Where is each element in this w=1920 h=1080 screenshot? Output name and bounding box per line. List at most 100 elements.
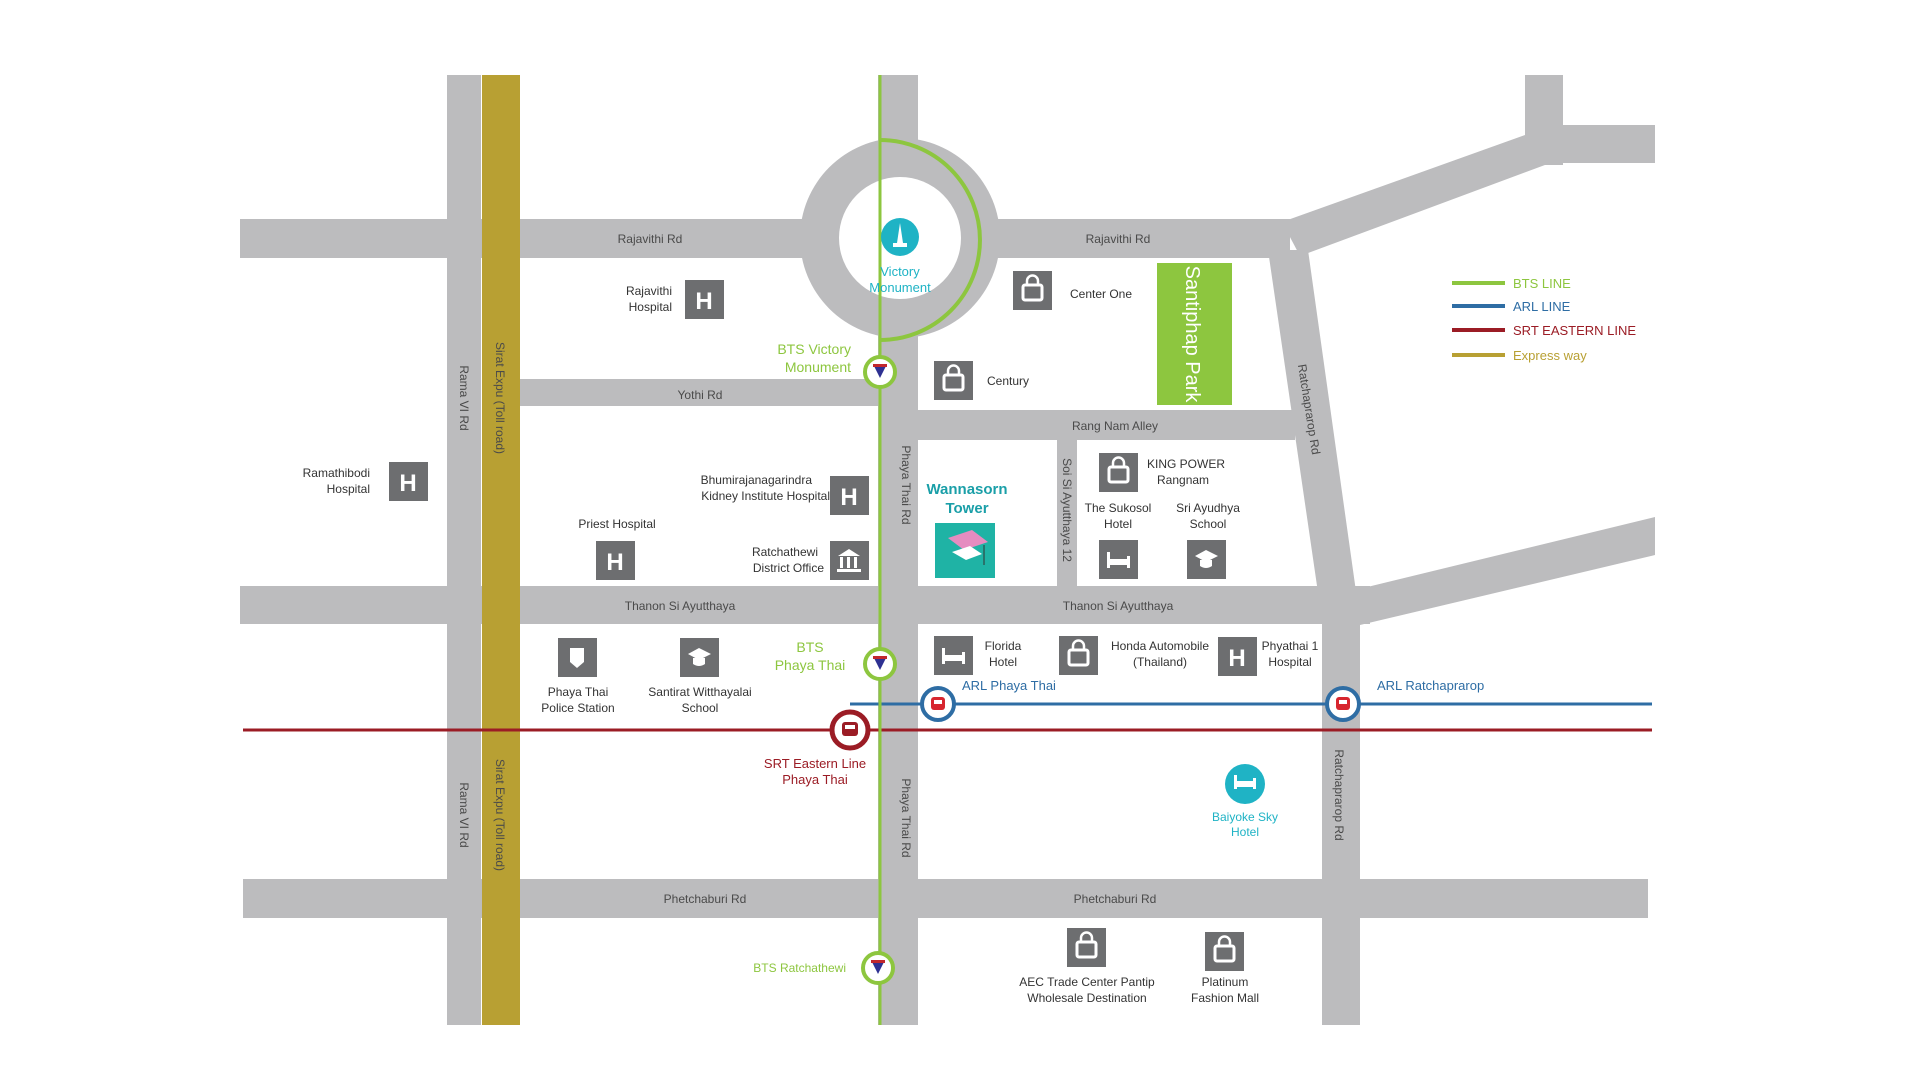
station-bts-ratchathewi[interactable] [861,951,895,985]
road-labels: Rajavithi Rd Rajavithi Rd Yothi Rd Rang … [457,232,1346,906]
road-expressway-sirat [482,75,520,1025]
road-label: Thanon Si Ayutthaya [1063,599,1174,613]
poi-label: Fashion Mall [1191,991,1259,1005]
poi-label: Hospital [327,482,370,496]
road-yothi [515,379,880,406]
hospital-icon [389,462,428,501]
poi-label: Rangnam [1157,473,1209,487]
poi-phyathai-1-hospital[interactable]: H [1218,637,1257,676]
tower-label: Tower [945,500,988,517]
poi-label: Baiyoke Sky [1212,810,1278,824]
tower-label: Wannasorn [926,481,1007,498]
station-arl-phaya-thai[interactable] [920,686,956,722]
road-rama-vi [447,75,481,1025]
monument-label: Monument [869,280,931,295]
road-east-diagonal [1355,517,1655,625]
road-label: Phaya Thai Rd [899,445,913,524]
poi-label: Santirat Witthayalai [648,685,751,699]
road-label: Phetchaburi Rd [1074,892,1157,906]
poi-label: KING POWER [1147,457,1225,471]
svg-text:H: H [1228,645,1245,672]
poi-century[interactable] [934,361,973,400]
road-si-ayutthaya [240,586,1370,624]
legend-label-srt: SRT EASTERN LINE [1513,323,1636,338]
shopping-bag-icon [1013,271,1052,310]
arl-stations: ARL Phaya Thai ARL Ratchaprarop [920,678,1484,722]
poi-honda-automobile[interactable] [1059,636,1098,675]
shopping-bag-icon [1059,636,1098,675]
poi-label: Wholesale Destination [1027,991,1146,1005]
hospital-icon [596,541,635,580]
poi-florida-hotel[interactable] [934,636,973,675]
transit-lines [243,75,1652,1025]
poi-label: Rajavithi [626,284,672,298]
poi-label: Sri Ayudhya [1176,501,1240,515]
poi-label: Honda Automobile [1111,639,1209,653]
road-label: Thanon Si Ayutthaya [625,599,736,613]
station-label: ARL Phaya Thai [962,678,1056,693]
poi-kidney-institute-hospital[interactable]: H [830,476,869,515]
road-rajavithi [240,219,1290,258]
legend-label-arl: ARL LINE [1513,299,1571,314]
station-label: Phaya Thai [775,657,846,673]
station-arl-ratchaprarop[interactable] [1325,686,1361,722]
poi-label: Phaya Thai [548,685,609,699]
poi-label: Center One [1070,287,1132,301]
park-label: Santiphap Park [1181,266,1203,404]
bts-loop [879,138,982,342]
poi-sri-ayudhya-school[interactable] [1187,540,1226,579]
shopping-bag-icon [1099,453,1138,492]
road-label: Phaya Thai Rd [899,778,913,857]
poi-label: Platinum [1202,975,1249,989]
poi-phaya-thai-police-station[interactable] [558,638,597,677]
road-label: Ratchaprarop Rd [1332,749,1346,840]
victory-monument: Victory Monument [869,218,931,295]
poi-aec-trade-center-pantip[interactable] [1067,928,1106,967]
poi-king-power-rangnam[interactable] [1099,453,1138,492]
poi-the-sukosol-hotel[interactable] [1099,540,1138,579]
hospital-icon [685,280,724,319]
poi-label: Bhumirajanagarindra [701,473,813,487]
road-label: Rajavithi Rd [618,232,683,246]
map-legend: BTS LINE ARL LINE SRT EASTERN LINE Expre… [1452,276,1636,363]
poi-label: Ramathibodi [303,466,370,480]
svg-text:H: H [840,484,857,511]
poi-ramathibodi-hospital[interactable]: H [389,462,428,501]
road-label: Sirat Expu (Toll road) [493,759,507,871]
station-label: Phaya Thai [782,772,848,787]
poi-label: (Thailand) [1133,655,1187,669]
baiyoke-sky-hotel[interactable]: Baiyoke Sky Hotel [1212,764,1278,839]
poi-label: Phyathai 1 [1262,639,1319,653]
road-label: Rang Nam Alley [1072,419,1158,433]
road-ratchaprarop-north [1268,250,1360,620]
wannasorn-tower[interactable]: Wannasorn Tower [926,481,1008,578]
srt-station: SRT Eastern Line Phaya Thai [764,709,871,787]
poi-label: Hotel [1104,517,1132,531]
station-label: BTS Ratchathewi [753,961,846,975]
bts-stations: BTS Victory Monument BTS Phaya Thai BTS … [753,341,897,985]
poi-label: School [682,701,719,715]
poi-santirat-witthayalai-school[interactable] [680,638,719,677]
poi-platinum-fashion-mall[interactable] [1205,932,1244,971]
legend-label-expressway: Express way [1513,348,1587,363]
station-srt-phaya-thai[interactable] [829,709,871,751]
poi-label: AEC Trade Center Pantip [1019,975,1155,989]
road-soi-si-ayutthaya-12 [1057,440,1077,586]
station-label: Monument [785,359,851,375]
poi-rajavithi-hospital[interactable]: H [685,280,724,319]
road-label: Rama VI Rd [457,365,471,430]
station-bts-phaya-thai[interactable] [863,647,897,681]
poi-label: Ratchathewi [752,545,818,559]
poi-center-one[interactable] [1013,271,1052,310]
poi-label: Police Station [541,701,614,715]
poi-label: Hotel [1231,825,1259,839]
station-bts-victory-monument[interactable] [863,355,897,389]
shopping-bag-icon [1205,932,1244,971]
bts-icon [872,962,884,974]
road-label: Phetchaburi Rd [664,892,747,906]
poi-priest-hospital[interactable]: H [596,541,635,580]
poi-ratchathewi-district-office[interactable] [830,541,869,580]
road-label: Rama VI Rd [457,782,471,847]
poi-label: Hospital [1268,655,1311,669]
